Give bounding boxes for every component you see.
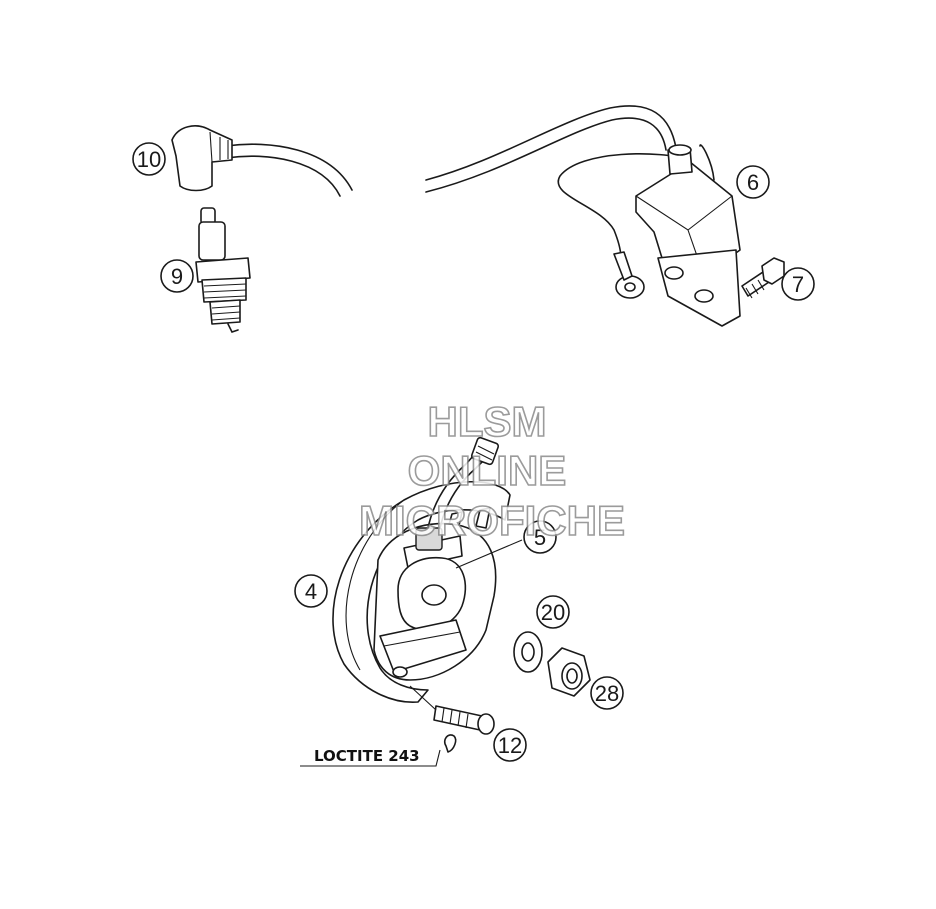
callout-label: 6 (747, 170, 759, 195)
stator-screw (409, 685, 495, 735)
callout-label: 28 (595, 681, 619, 706)
leader-lines (300, 539, 523, 767)
callout-label: 20 (541, 600, 565, 625)
ignition-coil (425, 105, 741, 327)
spark-plug-cap (171, 125, 353, 197)
callout-9: 9 (160, 259, 194, 293)
coil-mounting-bolt (741, 257, 785, 299)
nut (547, 647, 591, 697)
callout-7: 7 (781, 267, 815, 301)
watermark-line-3: MICROFICHE (359, 497, 625, 544)
callout-12: 12 (493, 728, 527, 762)
callout-5: 5 (523, 520, 557, 554)
loctite-note: LOCTITE 243 (314, 747, 420, 765)
callout-20: 20 (536, 595, 570, 629)
watermark-line-1: HLSM (428, 398, 547, 445)
callout-label: 4 (305, 579, 317, 604)
thread-lock-drop (443, 734, 457, 753)
callout-label: 9 (171, 264, 183, 289)
callout-28: 28 (590, 676, 624, 710)
callout-4: 4 (294, 574, 328, 608)
watermark: HLSM ONLINE MICROFICHE (358, 397, 626, 545)
spark-plug (195, 207, 251, 333)
callout-6: 6 (736, 165, 770, 199)
callout-10: 10 (132, 142, 166, 176)
callout-label: 5 (534, 525, 546, 550)
callout-label: 12 (498, 733, 522, 758)
callout-label: 10 (137, 147, 161, 172)
callout-label: 7 (792, 272, 804, 297)
stator-plate (373, 436, 500, 681)
washer (513, 631, 543, 673)
watermark-line-2: ONLINE (408, 447, 567, 494)
